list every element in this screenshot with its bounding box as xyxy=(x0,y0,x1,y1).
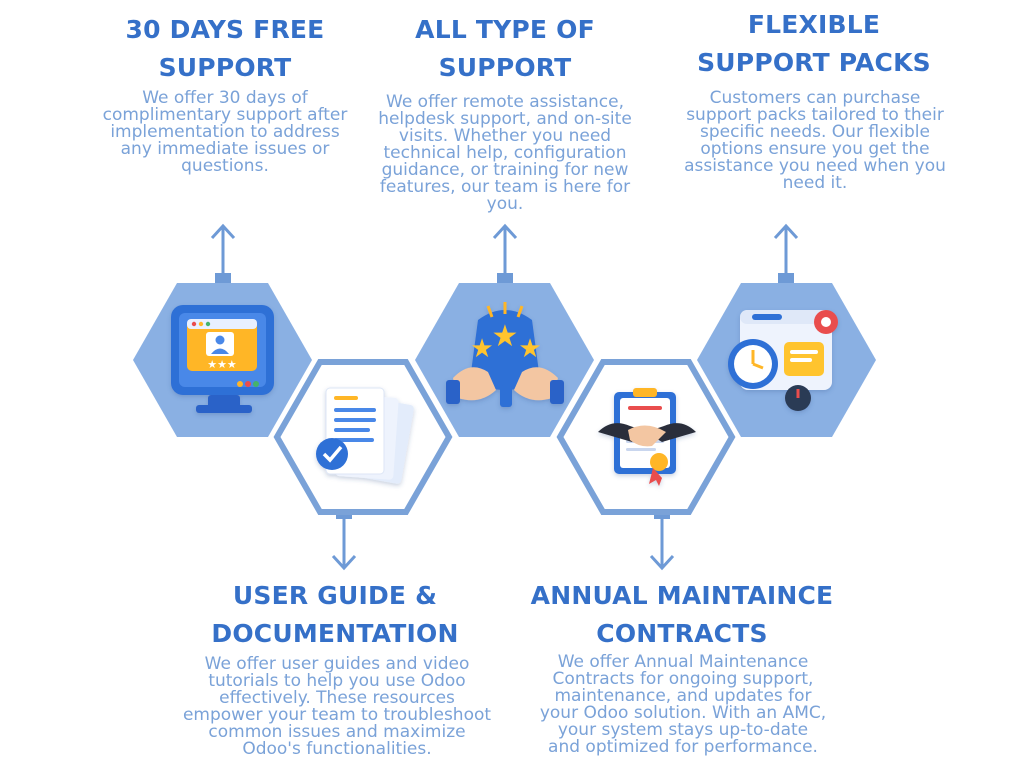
title-user-guide: USER GUIDE &DOCUMENTATION xyxy=(211,581,459,648)
handshake-contract-icon xyxy=(598,388,696,486)
clock-gear-dashboard-icon xyxy=(728,310,838,411)
connector-user-guide xyxy=(331,518,357,571)
monitor-profile-rating-icon: ★★★ xyxy=(171,305,274,413)
svg-text:★: ★ xyxy=(492,319,519,354)
svg-text:★: ★ xyxy=(470,334,493,364)
svg-text:★: ★ xyxy=(518,334,541,364)
desc-all-support: We offer remote assistance,helpdesk supp… xyxy=(378,92,632,214)
svg-text:★★★: ★★★ xyxy=(207,358,237,371)
connector-amc xyxy=(649,518,675,571)
documents-checkmark-icon xyxy=(316,387,414,484)
thumbs-up-stars-icon: ★ ★ ★ xyxy=(446,302,564,407)
